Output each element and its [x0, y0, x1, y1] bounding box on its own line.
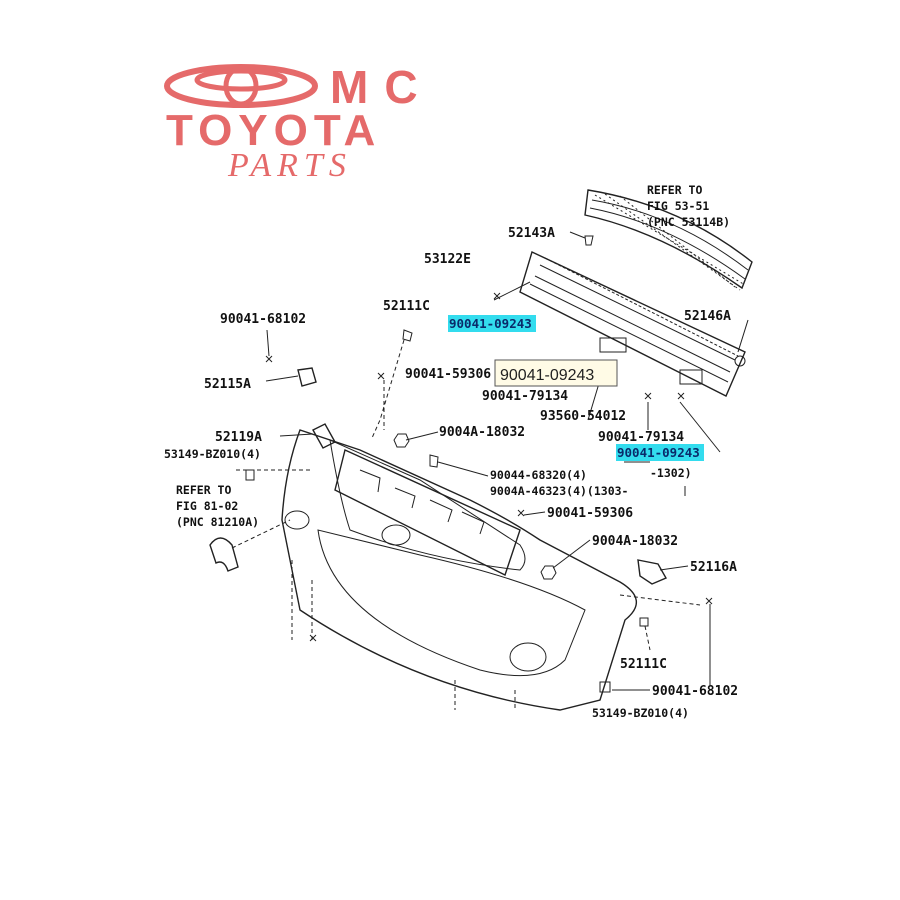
label-52111c-bottom: 52111C [620, 657, 667, 672]
upper-grille-mesh [584, 189, 753, 291]
toyota-emblem-icon [164, 64, 318, 108]
refer-left-line1: REFER TO [176, 483, 231, 497]
clip-52111c-top-icon [402, 329, 413, 342]
label-52115a: 52115A [204, 377, 251, 392]
label-9004a-18032-top: 9004A-18032 [439, 425, 525, 440]
screw-icon [705, 597, 713, 605]
screw-icon [309, 634, 317, 642]
label-90041-79134-b: 90041-79134 [598, 430, 684, 445]
clip-52143a-icon [584, 235, 594, 246]
label-52116a: 52116A [690, 560, 737, 575]
refer-left-line3: (PNC 81210A) [176, 515, 259, 529]
logo-parts: PARTS [227, 147, 352, 184]
label-90041-68102-left: 90041-68102 [220, 312, 306, 327]
refer-top-line1: REFER TO [647, 183, 702, 197]
omc-toyota-parts-logo: MC TOYOTA PARTS [164, 61, 434, 184]
nut-icon [393, 433, 410, 448]
label-53149-bz010: 53149-BZ010(4) [164, 447, 261, 461]
label-52111c-top: 52111C [383, 299, 430, 314]
highlight-box-2 [616, 444, 704, 461]
lower-grille [334, 449, 521, 576]
leader-lines [231, 231, 749, 710]
label-90041-68102-right: 90041-68102 [652, 684, 738, 699]
label-93560-54012: 93560-54012 [540, 409, 626, 424]
label-90041-09243-highlight-2[interactable]: 90041-09243 [617, 445, 700, 460]
label-90041-79134-a: 90041-79134 [482, 389, 568, 404]
part-number-tooltip: 90041-09243 [494, 359, 618, 387]
screw-icon [265, 355, 273, 363]
logo-mc: MC [330, 61, 434, 113]
label-90041-09243-highlight-1[interactable]: 90041-09243 [449, 316, 532, 331]
screw-icon [377, 372, 385, 380]
label-52146a: 52146A [684, 309, 731, 324]
label-90041-59306-top: 90041-59306 [405, 367, 491, 382]
label-53149-bottom: 53149-BZ010(4) [592, 706, 689, 720]
refer-left-line2: FIG 81-02 [176, 499, 238, 513]
fastener-icons [209, 235, 713, 693]
bracket-52119a-icon [312, 423, 336, 449]
front-bumper-cover [281, 429, 637, 711]
tooltip-text: 90041-09243 [500, 367, 594, 384]
screw-icon [517, 509, 525, 517]
label-52143a: 52143A [508, 226, 555, 241]
note-1302: -1302) [650, 466, 692, 480]
label-9004a-46323: 9004A-46323(4)(1303- [490, 484, 628, 498]
label-53122e: 53122E [424, 252, 471, 267]
retainer-icon [599, 681, 611, 693]
label-90044-68320: 90044-68320(4) [490, 468, 587, 482]
highlight-box-1 [448, 315, 536, 332]
nut-icon [540, 565, 557, 580]
logo-toyota: TOYOTA [166, 106, 381, 155]
retainer-icon [245, 469, 255, 481]
screw-icon [677, 392, 685, 400]
label-52119a: 52119A [215, 430, 262, 445]
label-9004a-18032-mid: 9004A-18032 [592, 534, 678, 549]
bracket-52115a-icon [297, 367, 317, 387]
label-90041-59306-mid: 90041-59306 [547, 506, 633, 521]
screw-icon [644, 392, 652, 400]
clip-52111c-bottom-icon [639, 617, 649, 627]
refer-top-line2: FIG 53-51 [647, 199, 709, 213]
bracket-52116a-icon [637, 559, 667, 585]
bumper-reinforcement-frame [519, 251, 746, 397]
mudguard-icon [209, 537, 239, 572]
refer-top-line3: (PNC 53114B) [647, 215, 730, 229]
bolt-icon [429, 454, 439, 468]
